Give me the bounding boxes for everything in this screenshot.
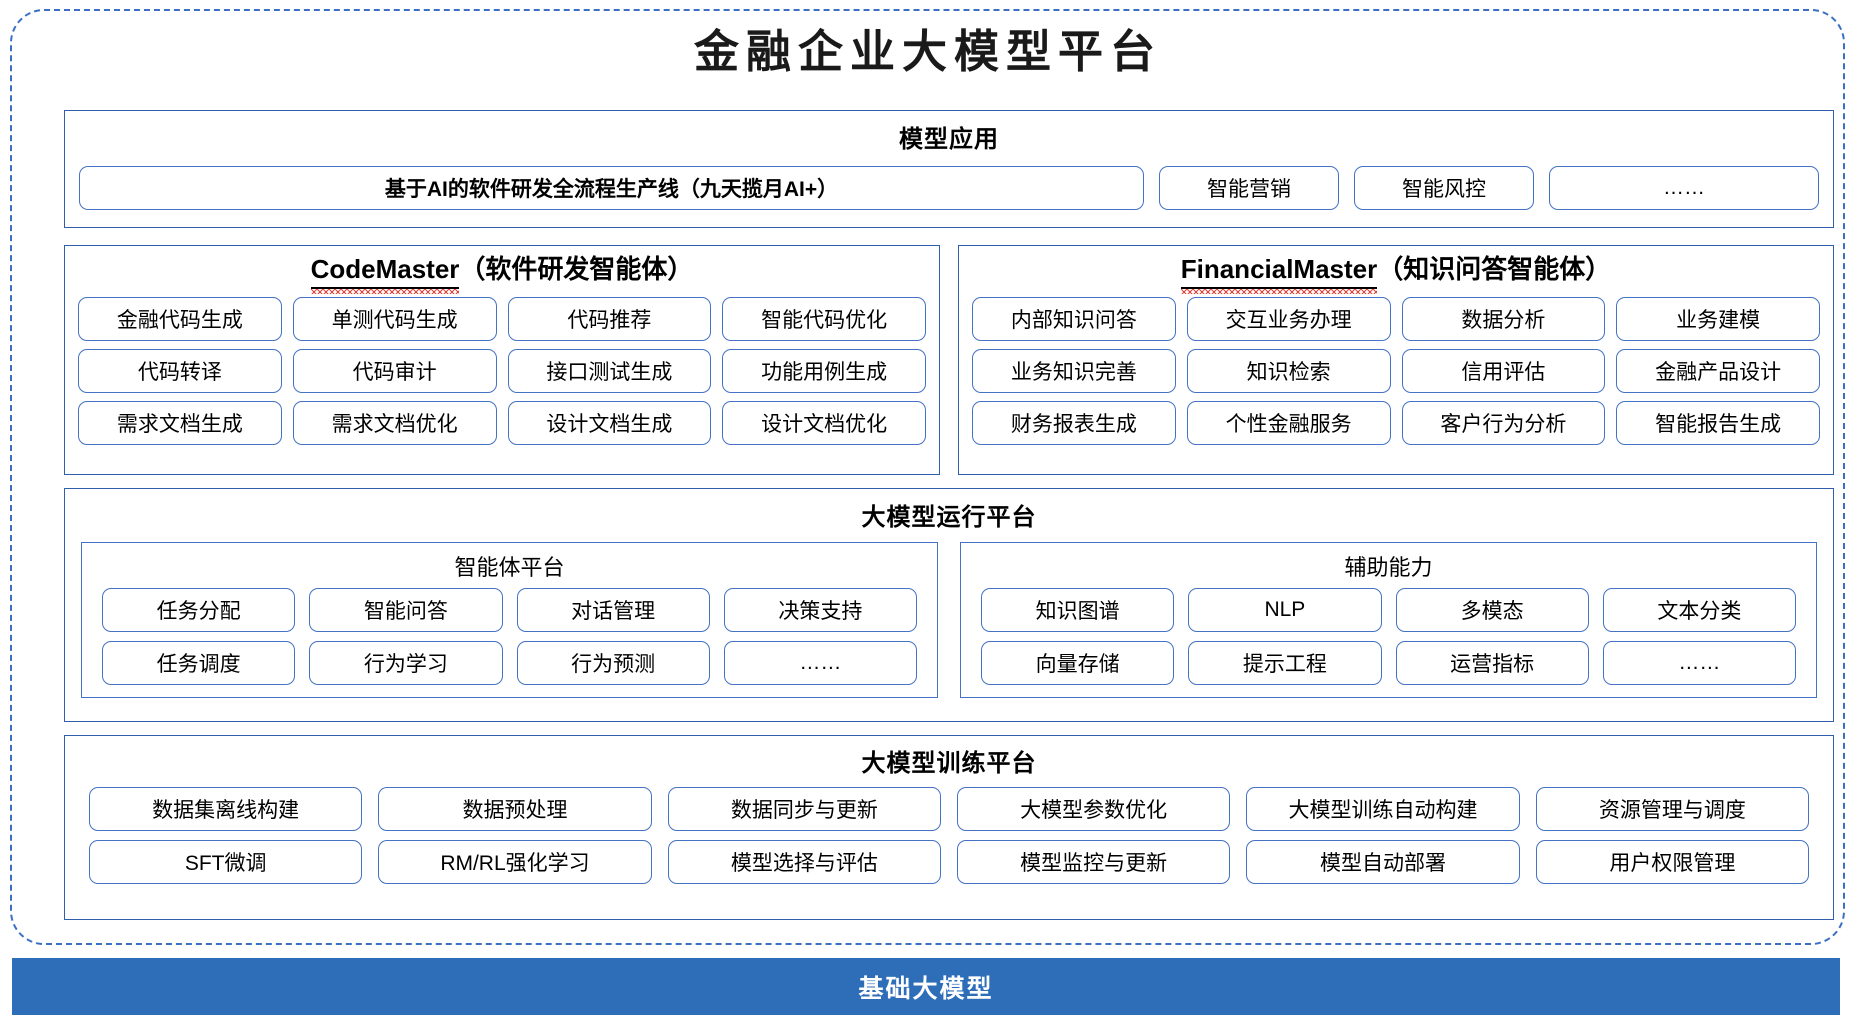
- capability-item[interactable]: 业务知识完善: [972, 349, 1176, 393]
- capability-item[interactable]: 数据分析: [1401, 297, 1606, 341]
- model-application-row: 基于AI的软件研发全流程生产线（九天揽月AI+） 智能营销 智能风控 ……: [79, 166, 1819, 210]
- subsection-title-auxiliary-capability: 辅助能力: [1344, 555, 1433, 580]
- runtime-item-more[interactable]: ……: [723, 641, 917, 685]
- outer-dashed-frame: [10, 9, 1845, 945]
- training-item[interactable]: 大模型训练自动构建: [1246, 787, 1520, 831]
- app-item-smart-marketing[interactable]: 智能营销: [1159, 166, 1339, 210]
- runtime-item[interactable]: 行为预测: [516, 641, 710, 685]
- runtime-item-more[interactable]: ……: [1602, 641, 1796, 685]
- capability-item[interactable]: 金融代码生成: [78, 297, 282, 341]
- capability-item[interactable]: 财务报表生成: [972, 401, 1176, 445]
- runtime-item[interactable]: 文本分类: [1602, 588, 1796, 632]
- runtime-item[interactable]: 任务调度: [102, 641, 296, 685]
- training-item[interactable]: 大模型参数优化: [957, 787, 1231, 831]
- runtime-item[interactable]: 多模态: [1395, 588, 1589, 632]
- training-item[interactable]: 数据预处理: [378, 787, 652, 831]
- agent-subtitle-codemaster: （软件研发智能体）: [459, 254, 694, 284]
- training-platform-grid: 数据集离线构建 数据预处理 数据同步与更新 大模型参数优化 大模型训练自动构建 …: [89, 787, 1809, 884]
- runtime-item[interactable]: NLP: [1188, 588, 1382, 632]
- runtime-item[interactable]: 提示工程: [1188, 641, 1382, 685]
- capability-item[interactable]: 业务建模: [1616, 297, 1820, 341]
- capability-item[interactable]: 信用评估: [1401, 349, 1606, 393]
- training-item[interactable]: 模型监控与更新: [957, 840, 1231, 884]
- runtime-item[interactable]: 运营指标: [1395, 641, 1589, 685]
- capability-item[interactable]: 知识检索: [1186, 349, 1391, 393]
- runtime-item[interactable]: 智能问答: [309, 588, 503, 632]
- capability-item[interactable]: 需求文档优化: [292, 401, 497, 445]
- capability-item[interactable]: 金融产品设计: [1616, 349, 1820, 393]
- training-item[interactable]: 数据集离线构建: [89, 787, 363, 831]
- section-title-runtime-platform: 大模型运行平台: [861, 504, 1037, 531]
- capability-item[interactable]: 功能用例生成: [722, 349, 926, 393]
- training-item[interactable]: RM/RL强化学习: [378, 840, 652, 884]
- base-model-bar: 基础大模型: [12, 958, 1840, 1015]
- financialmaster-capability-grid: 内部知识问答 交互业务办理 数据分析 业务建模 业务知识完善 知识检索 信用评估…: [972, 297, 1820, 445]
- capability-item[interactable]: 接口测试生成: [507, 349, 712, 393]
- runtime-item[interactable]: 对话管理: [516, 588, 710, 632]
- runtime-item[interactable]: 决策支持: [723, 588, 917, 632]
- section-title-training-platform: 大模型训练平台: [861, 750, 1037, 777]
- capability-item[interactable]: 客户行为分析: [1401, 401, 1606, 445]
- capability-item[interactable]: 需求文档生成: [78, 401, 282, 445]
- runtime-columns: 智能体平台 任务分配 智能问答 对话管理 决策支持 任务调度 行为学习 行为预测…: [81, 542, 1817, 698]
- base-model-label: 基础大模型: [858, 974, 994, 1003]
- runtime-item[interactable]: 行为学习: [309, 641, 503, 685]
- capability-item[interactable]: 个性金融服务: [1186, 401, 1391, 445]
- app-item-ai-pipeline[interactable]: 基于AI的软件研发全流程生产线（九天揽月AI+）: [79, 166, 1144, 210]
- training-item[interactable]: 模型自动部署: [1246, 840, 1520, 884]
- auxiliary-capability-grid: 知识图谱 NLP 多模态 文本分类 向量存储 提示工程 运营指标 ……: [981, 588, 1796, 685]
- training-item[interactable]: 资源管理与调度: [1535, 787, 1809, 831]
- agent-subtitle-financialmaster: （知识问答智能体）: [1377, 254, 1612, 284]
- runtime-item[interactable]: 知识图谱: [981, 588, 1175, 632]
- subsection-agent-platform: 智能体平台 任务分配 智能问答 对话管理 决策支持 任务调度 行为学习 行为预测…: [81, 542, 938, 698]
- agent-name-codemaster: CodeMaster: [310, 253, 460, 294]
- page-title: 金融企业大模型平台: [693, 27, 1162, 77]
- agent-name-financialmaster: FinancialMaster: [1180, 253, 1378, 294]
- capability-item[interactable]: 交互业务办理: [1186, 297, 1391, 341]
- section-financialmaster: FinancialMaster（知识问答智能体） 内部知识问答 交互业务办理 数…: [958, 245, 1834, 475]
- training-item[interactable]: 数据同步与更新: [667, 787, 941, 831]
- training-item[interactable]: 用户权限管理: [1535, 840, 1809, 884]
- app-item-more[interactable]: ……: [1549, 166, 1819, 210]
- section-model-application: 模型应用 基于AI的软件研发全流程生产线（九天揽月AI+） 智能营销 智能风控 …: [64, 110, 1834, 228]
- capability-item[interactable]: 代码审计: [292, 349, 497, 393]
- section-codemaster: CodeMaster（软件研发智能体） 金融代码生成 单测代码生成 代码推荐 智…: [64, 245, 940, 475]
- app-item-smart-risk-control[interactable]: 智能风控: [1354, 166, 1534, 210]
- capability-item[interactable]: 智能报告生成: [1616, 401, 1820, 445]
- capability-item[interactable]: 设计文档生成: [507, 401, 712, 445]
- capability-item[interactable]: 内部知识问答: [972, 297, 1176, 341]
- agent-platform-grid: 任务分配 智能问答 对话管理 决策支持 任务调度 行为学习 行为预测 ……: [102, 588, 917, 685]
- subsection-title-agent-platform: 智能体平台: [454, 555, 565, 580]
- section-title-model-application: 模型应用: [899, 126, 999, 153]
- subsection-auxiliary-capability: 辅助能力 知识图谱 NLP 多模态 文本分类 向量存储 提示工程 运营指标 ……: [960, 542, 1817, 698]
- capability-item[interactable]: 智能代码优化: [722, 297, 926, 341]
- capability-item[interactable]: 设计文档优化: [722, 401, 926, 445]
- codemaster-capability-grid: 金融代码生成 单测代码生成 代码推荐 智能代码优化 代码转译 代码审计 接口测试…: [78, 297, 926, 445]
- section-training-platform: 大模型训练平台 数据集离线构建 数据预处理 数据同步与更新 大模型参数优化 大模…: [64, 735, 1834, 920]
- training-item[interactable]: 模型选择与评估: [667, 840, 941, 884]
- capability-item[interactable]: 代码推荐: [507, 297, 712, 341]
- runtime-item[interactable]: 任务分配: [102, 588, 296, 632]
- agent-title-financialmaster: FinancialMaster（知识问答智能体）: [959, 253, 1833, 294]
- capability-item[interactable]: 代码转译: [78, 349, 282, 393]
- runtime-item[interactable]: 向量存储: [981, 641, 1175, 685]
- capability-item[interactable]: 单测代码生成: [292, 297, 497, 341]
- training-item[interactable]: SFT微调: [89, 840, 363, 884]
- agent-title-codemaster: CodeMaster（软件研发智能体）: [65, 253, 939, 294]
- section-runtime-platform: 大模型运行平台 智能体平台 任务分配 智能问答 对话管理 决策支持 任务调度 行…: [64, 488, 1834, 722]
